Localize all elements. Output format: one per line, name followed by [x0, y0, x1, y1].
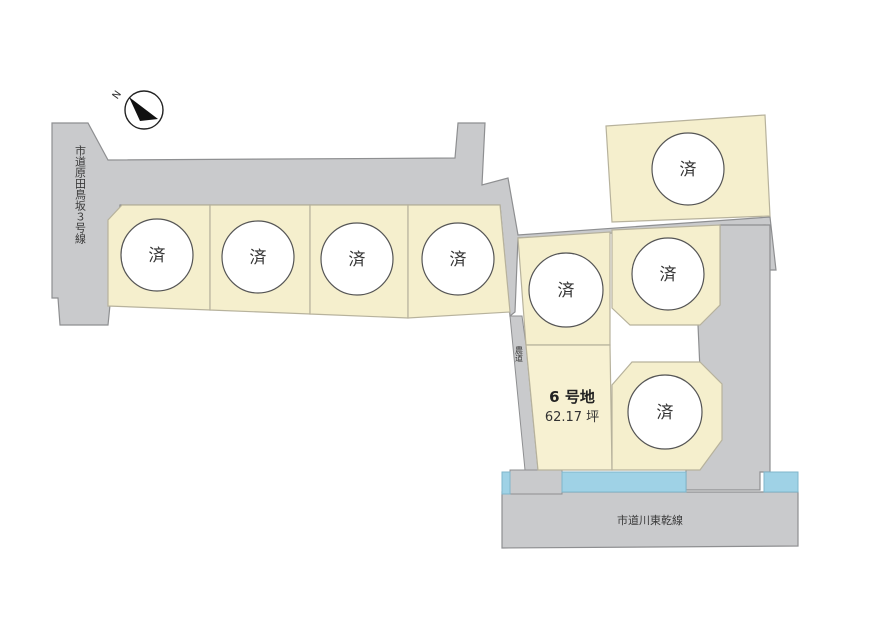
sold-marker: 済 — [421, 222, 495, 296]
south-road-connector — [509, 469, 563, 495]
sold-marker: 済 — [631, 237, 705, 311]
sold-label: 済 — [660, 265, 677, 285]
south-road — [501, 491, 799, 549]
lot-6-available[interactable] — [525, 344, 613, 471]
lot-number-label: 6 号地 — [549, 388, 595, 406]
sold-circle — [528, 252, 604, 328]
compass-north-letter: N — [111, 89, 124, 101]
sold-label: 済 — [149, 246, 166, 266]
water-channel-2 — [561, 471, 687, 493]
sold-marker: 済 — [221, 220, 295, 294]
sold-circle — [627, 374, 703, 450]
water-channels — [501, 471, 799, 495]
sold-label: 済 — [680, 160, 697, 180]
road-labels: 市道原田鳥坂３号線 市道川東乾線 農道 — [74, 144, 684, 527]
sold-circle — [320, 222, 394, 296]
lot-area-label: 62.17 坪 — [545, 410, 599, 425]
sold-circle — [221, 220, 295, 294]
sold-marker: 済 — [528, 252, 604, 328]
sold-circle — [651, 132, 725, 206]
sold-label: 済 — [349, 250, 366, 270]
west-road-label: 市道原田鳥坂３号線 — [74, 144, 87, 244]
sold-label: 済 — [558, 281, 575, 301]
south-road-label: 市道川東乾線 — [617, 513, 683, 527]
sold-marker: 済 — [627, 374, 703, 450]
sold-circle — [421, 222, 495, 296]
footpath-label: 農道 — [515, 345, 524, 363]
water-channel-3 — [763, 471, 799, 493]
sold-marker: 済 — [120, 218, 194, 292]
water-channel-1 — [501, 471, 511, 495]
sold-circle — [631, 237, 705, 311]
sold-markers: 済 済 済 済 済 済 済 済 — [120, 132, 725, 450]
north-arrow: N — [111, 89, 164, 130]
sold-circle — [120, 218, 194, 292]
available-lot-label: 6 号地 62.17 坪 — [545, 388, 599, 425]
sold-marker: 済 — [320, 222, 394, 296]
sold-label: 済 — [450, 250, 467, 270]
sold-label: 済 — [657, 403, 674, 423]
sold-marker: 済 — [651, 132, 725, 206]
compass-needle-icon — [129, 97, 158, 121]
sold-label: 済 — [250, 248, 267, 268]
